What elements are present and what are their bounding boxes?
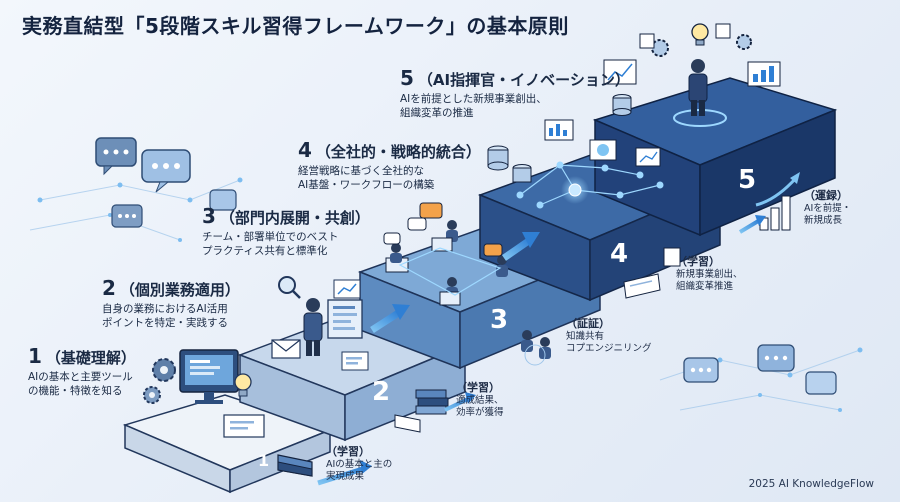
page-title: 実務直結型「5段階スキル習得フレームワーク」の基本原則	[22, 14, 569, 38]
step-2-label: 2（個別業務適用） 自身の業務におけるAI活用ポイントを特定・実践する	[102, 276, 240, 330]
note-heading: （証証）	[566, 317, 610, 330]
progress-arrow	[738, 215, 766, 234]
network-nodes	[37, 177, 863, 412]
block-number-4: 4	[610, 239, 628, 269]
monitor-icon	[179, 349, 239, 404]
step-title: （基礎理解）	[45, 349, 136, 367]
document-icon	[623, 247, 681, 299]
leader-icon	[673, 59, 727, 127]
step-desc-line: の機能・特徴を知る	[28, 385, 123, 397]
note-line: コプエンジニリング	[566, 343, 652, 354]
document-icon	[223, 414, 265, 438]
chat-bubble-icon	[95, 137, 237, 228]
search-icon	[278, 276, 301, 299]
chat-bubble-icon	[683, 344, 837, 395]
note-learning-3: （学習） 新規事業創出、 組織変革推進	[676, 255, 743, 294]
network-links	[398, 247, 502, 296]
step-title: （個別業務適用）	[119, 281, 240, 299]
progress-arrow	[317, 460, 372, 486]
note-learning-1: （学習） AIの基本と主の 実現成果	[326, 445, 393, 484]
step-number: 1	[28, 344, 42, 368]
note-heading: （学習）	[456, 381, 500, 394]
lightbulb-icon	[691, 23, 709, 46]
chart-card-icon	[333, 279, 369, 371]
database-icon	[487, 145, 532, 183]
step-desc-line: チーム・部署単位でのベスト	[202, 231, 339, 243]
person-icon	[303, 298, 323, 356]
step-4-label: 4（全社的・戦略的統合） 経営戦略に基づく全社的な AI基盤・ワークフローの構築	[298, 138, 481, 192]
gear-icon	[651, 34, 752, 57]
step-desc-line: 経営戦略に基づく全社的な	[298, 165, 424, 177]
step-desc-line: AIを前提とした新規事業創出、	[400, 93, 547, 105]
step-title: （部門内展開・共創）	[219, 209, 370, 227]
block-number-2: 2	[372, 377, 390, 407]
database-icon	[612, 94, 632, 116]
book-icon	[277, 454, 313, 477]
screen-icon	[327, 299, 363, 339]
note-line: 組織変革推進	[676, 281, 734, 292]
step-number: 4	[298, 138, 312, 162]
book-stack-icon	[394, 389, 449, 433]
note-line: AIの基本と主の	[326, 458, 393, 470]
block-number-5: 5	[738, 165, 756, 195]
step-5-label: 5（AI指揮官・イノベーション） AIを前提とした新規事業創出、組織変革の推進	[400, 66, 630, 120]
meeting-icon	[521, 330, 551, 366]
step-desc-line: AI基盤・ワークフローの構築	[298, 179, 435, 191]
lightbulb-icon	[234, 373, 252, 397]
envelope-icon	[271, 339, 301, 359]
step-3-label: 3（部門内展開・共創） チーム・部署単位でのベストプラクティス共有と標準化	[202, 204, 370, 258]
step-desc-line: AIの基本と主要ツール	[28, 371, 133, 383]
gear-icon	[143, 358, 176, 404]
note-line: 効率が獲得	[456, 407, 504, 418]
note-line: 知識共有	[566, 330, 605, 342]
note-heading: （運録）	[804, 189, 848, 202]
note-line: 新規成長	[804, 215, 843, 226]
network-hub-icon	[516, 161, 664, 209]
note-line: AIを前提・	[804, 202, 852, 214]
step-title: （全社的・戦略的統合）	[315, 143, 481, 161]
note-heading: （学習）	[326, 445, 370, 458]
note-line: 新規事業創出、	[676, 268, 743, 280]
block-number-3: 3	[490, 305, 508, 335]
team-icon	[385, 220, 508, 306]
note-heading: （学習）	[676, 255, 720, 268]
chat-bubble-icon	[383, 202, 503, 257]
step-desc-line: 自身の業務におけるAI活用	[102, 303, 228, 315]
note-line: 適成結果、	[456, 394, 504, 406]
note-verification: （証証） 知識共有 コプエンジニリング	[566, 317, 652, 356]
footer-credit: 2025 AI KnowledgeFlow	[748, 478, 874, 490]
chart-icon	[603, 23, 781, 87]
step-desc-line: ポイントを特定・実践する	[102, 317, 228, 329]
note-learning-2: （学習） 適成結果、 効率が獲得	[456, 381, 504, 420]
progress-arrow	[444, 392, 476, 412]
step-number: 5	[400, 66, 414, 90]
step-title: （AI指揮官・イノベーション）	[417, 71, 630, 89]
stair-block-5	[592, 77, 838, 237]
step-desc-line: 組織変革の推進	[400, 107, 474, 119]
progress-arrow	[370, 304, 410, 333]
note-operation: （運録） AIを前提・ 新規成長	[804, 189, 852, 228]
dashboard-icon	[544, 119, 661, 167]
step-desc-line: プラクティス共有と標準化	[202, 245, 328, 257]
step-number: 2	[102, 276, 116, 300]
note-line: 実現成果	[326, 471, 365, 482]
block-number-1: 1	[258, 451, 269, 470]
step-1-label: 1（基礎理解） AIの基本と主要ツールの機能・特徴を知る	[28, 344, 136, 398]
step-number: 3	[202, 204, 216, 228]
progress-arrow	[502, 232, 540, 261]
